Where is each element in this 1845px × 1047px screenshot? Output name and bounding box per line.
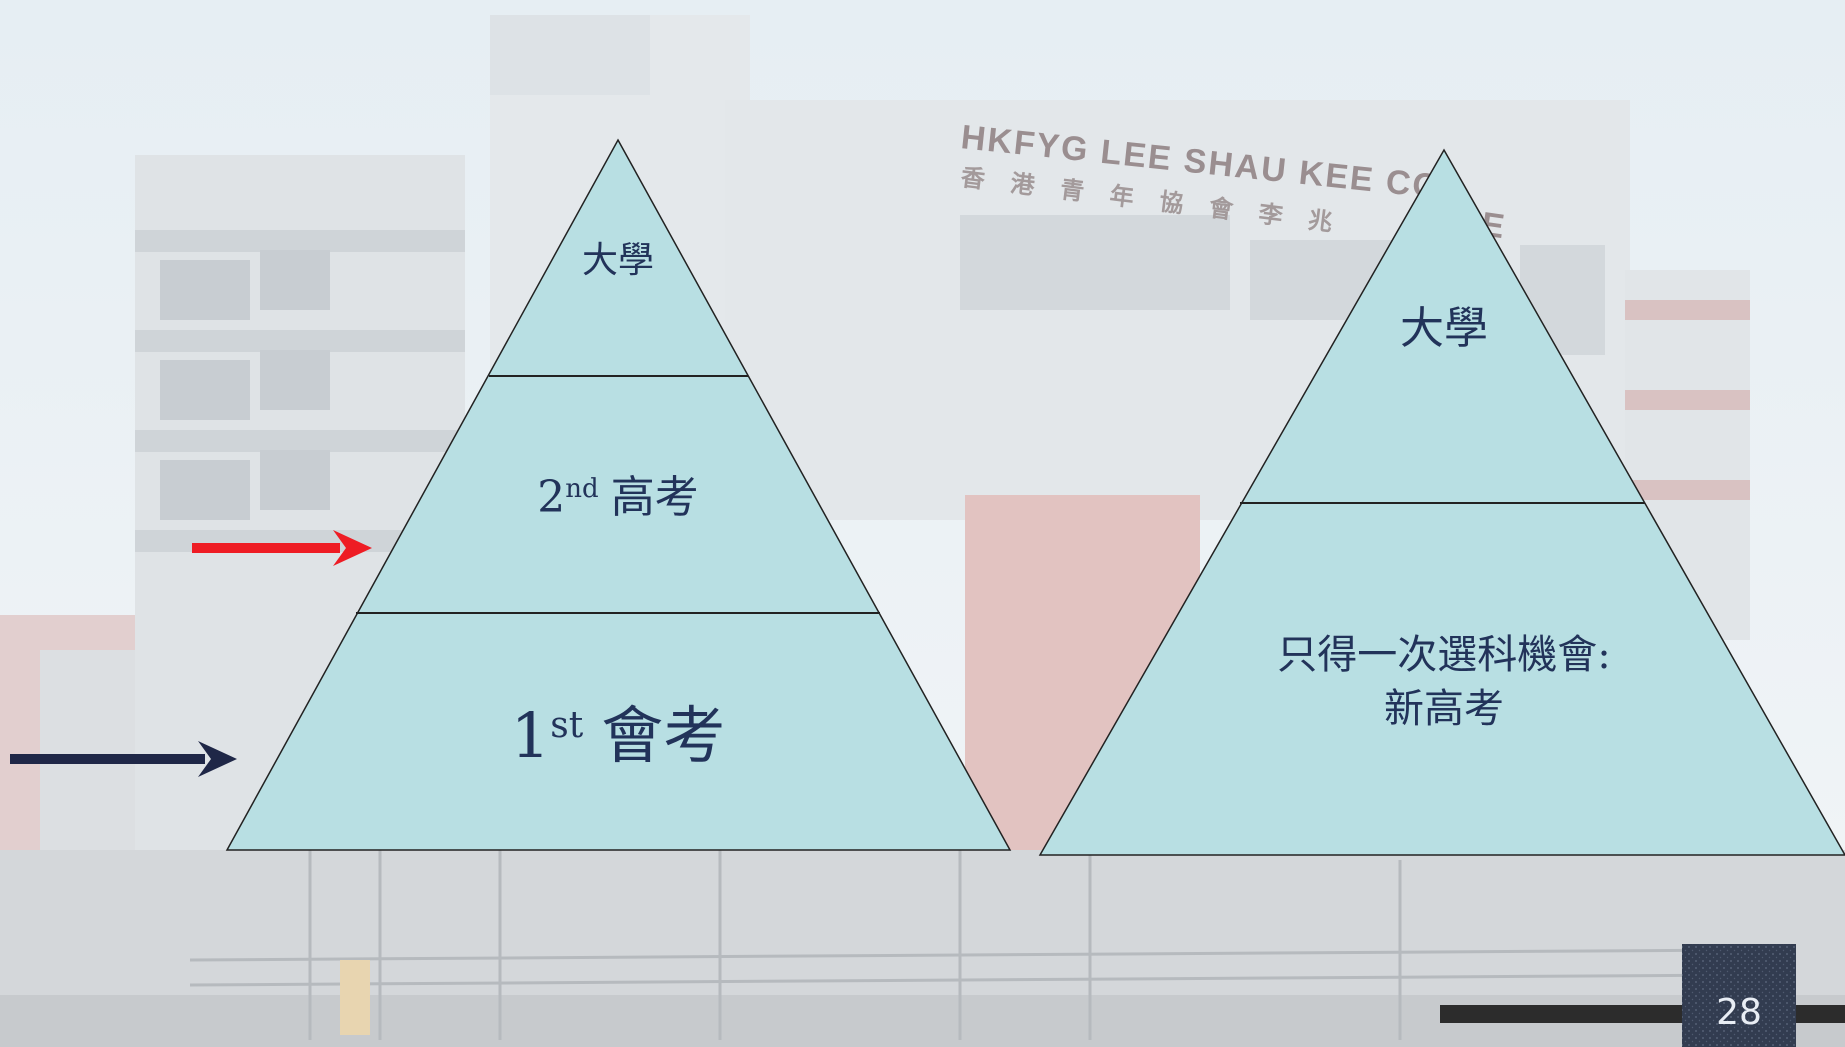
right-pyramid-bottom-label-line2: 新高考	[1384, 686, 1504, 732]
page-number-badge: 28	[1440, 944, 1845, 1047]
left-pyramid: 大學 2nd 高考 1st 會考	[225, 138, 1012, 851]
bottom-level-number: 1	[511, 699, 550, 772]
left-pyramid-top-label: 大學	[582, 240, 654, 281]
middle-level-number: 2	[537, 472, 565, 523]
left-pyramid-middle-label: 2nd 高考	[537, 472, 698, 523]
middle-level-text: 高考	[611, 472, 699, 523]
right-pyramid-bottom-label-line1: 只得一次選科機會:	[1277, 632, 1610, 678]
middle-level-suffix: nd	[565, 474, 598, 504]
left-pyramid-bottom-label: 1st 會考	[511, 699, 725, 772]
bottom-level-text: 會考	[601, 699, 725, 772]
arrow-right-icon	[10, 741, 237, 777]
left-pyramid-shape	[225, 138, 1012, 851]
right-pyramid: 大學 只得一次選科機會: 新高考	[1038, 148, 1845, 856]
arrow-right-icon	[192, 530, 372, 566]
page-number: 28	[1716, 992, 1762, 1033]
bottom-level-suffix: st	[550, 705, 583, 746]
right-pyramid-top-label: 大學	[1400, 303, 1488, 354]
